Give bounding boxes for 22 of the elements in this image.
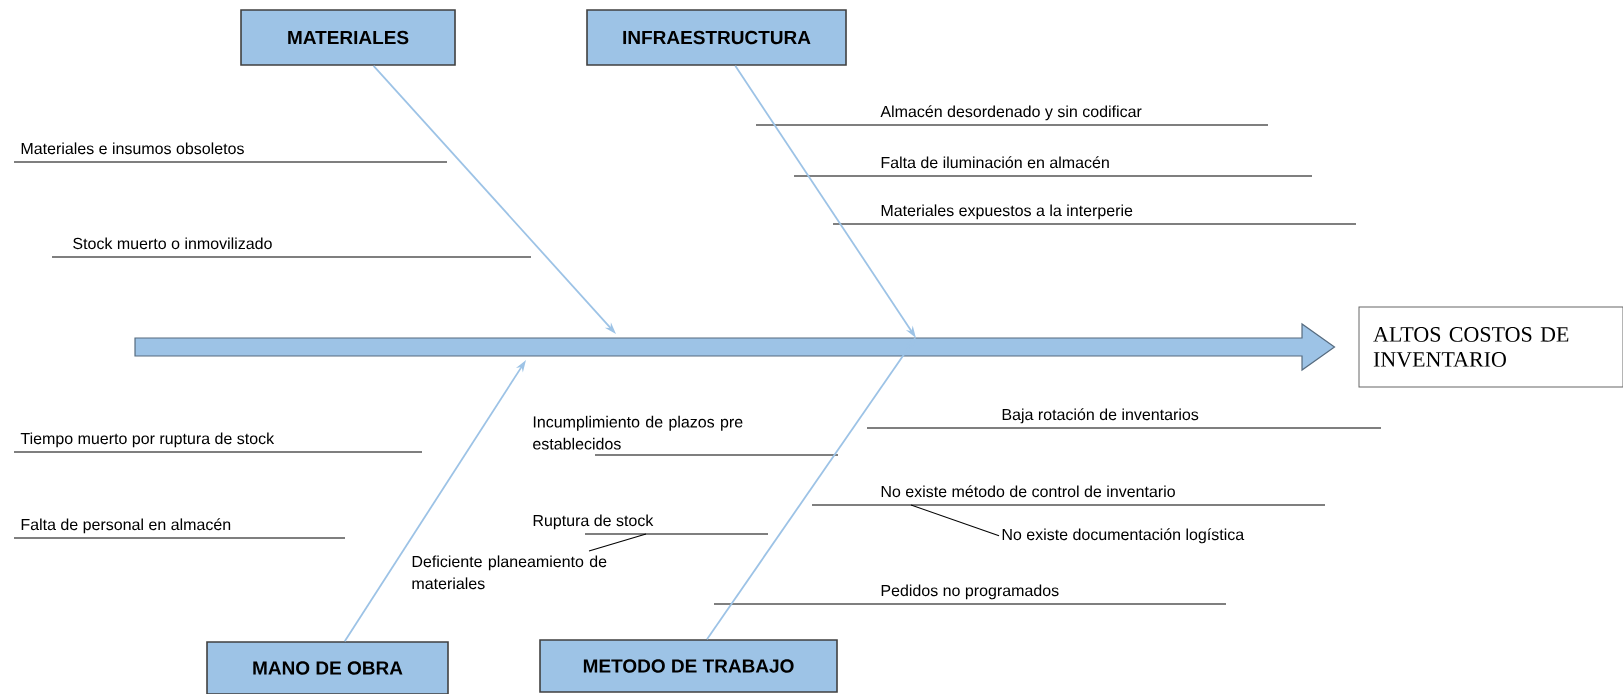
category-box: MATERIALES <box>240 9 456 66</box>
connector-line <box>910 504 1000 537</box>
cause-branch: No existe método de control de inventario <box>811 485 1326 506</box>
cause-branch: Falta de personal en almacén <box>13 518 346 539</box>
category-box: MANO DE OBRA <box>206 641 449 694</box>
cause-branch: Ruptura de stock <box>533 514 769 535</box>
connector-line <box>588 533 647 552</box>
effect-box: ALTOS COSTOS DE INVENTARIO <box>1358 306 1623 388</box>
category-box: INFRAESTRUCTURA <box>586 9 847 66</box>
cause-branch: Falta de iluminación en almacén <box>793 156 1313 177</box>
cause-branch: Incumplimiento de plazos pre establecidos <box>533 415 839 456</box>
cause-branch: Tiempo muerto por ruptura de stock <box>13 432 423 453</box>
cause-branch: Baja rotación de inventarios <box>866 408 1382 429</box>
cause-branch: Materiales e insumos obsoletos <box>13 142 448 163</box>
cause-branch: Almacén desordenado y sin codificar <box>755 105 1269 126</box>
spine-arrow <box>134 322 1336 372</box>
cause-label: Deficiente planeamiento de materiales <box>412 555 607 590</box>
cause-branch: Stock muerto o inmovilizado <box>51 237 532 258</box>
category-box: METODO DE TRABAJO <box>539 639 838 693</box>
cause-branch: Pedidos no programados <box>713 584 1227 605</box>
cause-branch: Materiales expuestos a la interperie <box>832 204 1357 225</box>
cause-label: No existe documentación logística <box>1002 528 1245 544</box>
